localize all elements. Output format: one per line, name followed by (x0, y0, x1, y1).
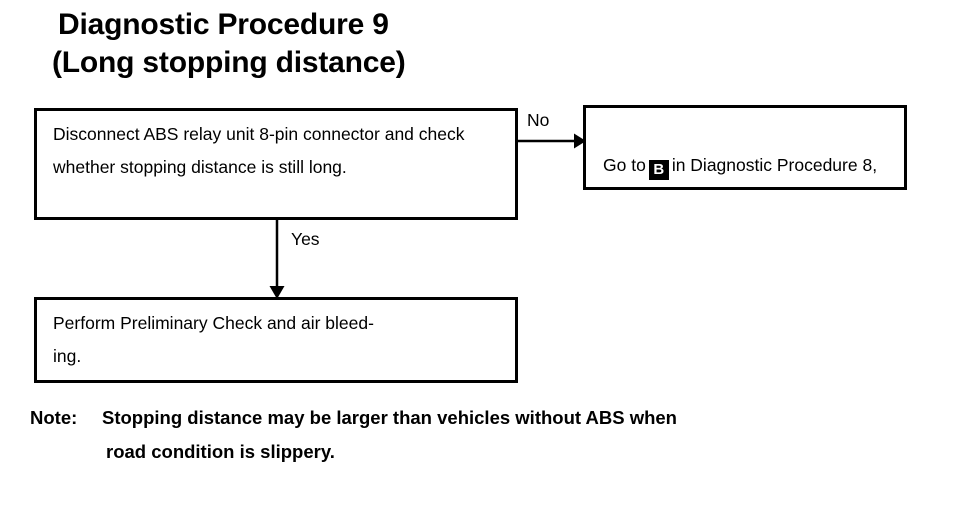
decision-box: Disconnect ABS relay unit 8-pin connecto… (34, 108, 518, 220)
decision-box-text: Disconnect ABS relay unit 8-pin connecto… (53, 124, 465, 177)
goto-text-before-badge: Go to (603, 155, 646, 175)
edge-label-no: No (527, 110, 550, 130)
reference-badge-b: B (648, 160, 669, 180)
connector-no-arrow (518, 133, 586, 149)
perform-box: Perform Preliminary Check and air bleed-… (34, 297, 518, 383)
note-text-line-2: road condition is slippery. (106, 441, 335, 462)
connector-yes-arrow (269, 218, 285, 299)
note-text-line-1: Stopping distance may be larger than veh… (102, 407, 677, 428)
goto-text-after-badge: in Diagnostic Procedure 8, (671, 155, 878, 175)
note-block: Note: Stopping distance may be larger tha… (30, 401, 930, 469)
page-title-line-2: (Long stopping distance) (52, 46, 406, 79)
note-line-1: Note: Stopping distance may be larger tha… (30, 401, 930, 435)
page-title-line-1: Diagnostic Procedure 9 (58, 8, 389, 41)
edge-label-yes: Yes (291, 229, 320, 249)
note-label: Note: (30, 407, 78, 428)
page-title: Diagnostic Procedure 9 (Long stopping di… (52, 6, 406, 82)
perform-box-text: Perform Preliminary Check and air bleed-… (53, 313, 374, 366)
